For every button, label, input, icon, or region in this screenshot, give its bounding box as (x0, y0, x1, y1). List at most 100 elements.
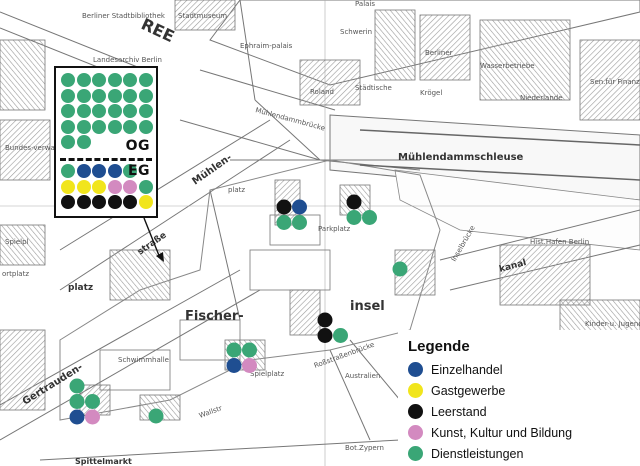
label-hist-hafen: Hist.Hafen Berlin (530, 238, 589, 246)
eg-dot-einzelhandel (107, 164, 122, 178)
business-dot-dienstleistungen (362, 210, 377, 225)
eg-dot-kunst (123, 179, 137, 194)
business-dot-einzelhandel (69, 409, 85, 425)
label-muehlendammbruecke: Mühlendammbrücke (254, 106, 325, 132)
eg-dot-gastgewerbe (76, 179, 91, 194)
label-parkplatz: Parkplatz (318, 225, 351, 233)
eg-dot-leerstand (123, 195, 137, 209)
og-dot-dienstleistungen (76, 73, 91, 87)
og-dot-dienstleistungen (123, 88, 137, 103)
og-dot-dienstleistungen (92, 119, 106, 134)
label-bundesverwalt: Bundes-verwalt (5, 144, 60, 152)
label-palais: Palais (355, 0, 375, 8)
legend-label: Kunst, Kultur und Bildung (431, 425, 573, 440)
legend-label: Leerstand (431, 404, 487, 419)
og-dot-dienstleistungen (138, 73, 153, 87)
legend-item-kunst: Kunst, Kultur und Bildung (408, 422, 630, 443)
label-stadtmuseum: Stadtmuseum (178, 12, 227, 20)
inset-pointer-arrow (143, 217, 164, 262)
legend-swatch-dienstleistungen (408, 446, 423, 461)
og-dot-dienstleistungen (107, 88, 122, 103)
eg-dot-leerstand (92, 195, 106, 209)
label-platz-north: platz (228, 186, 245, 194)
eg-dot-einzelhandel (76, 164, 91, 178)
label-kinder-jugendclub: Kinder-u. Jugendclub (585, 320, 640, 328)
business-dot-dienstleistungen (346, 210, 362, 225)
og-label: OG (125, 138, 150, 154)
business-dot-dienstleistungen (148, 408, 164, 424)
business-dot-dienstleistungen (226, 342, 242, 358)
legend-label: Gastgewerbe (431, 383, 506, 398)
label-platz: platz (68, 283, 93, 293)
og-dot-dienstleistungen (92, 104, 106, 118)
business-dot-leerstand (317, 312, 333, 328)
legend-label: Einzelhandel (431, 362, 503, 377)
eg-dot-kunst (107, 179, 122, 194)
og-dot-dienstleistungen (61, 73, 75, 87)
label-insel: insel (350, 299, 385, 314)
business-dot-einzelhandel (292, 199, 307, 215)
legend-swatch-kunst (408, 425, 423, 440)
business-clusters (69, 194, 408, 425)
lock-walls (359, 129, 640, 181)
legend-title: Legende (408, 338, 470, 355)
label-roland: Roland (310, 88, 334, 96)
eg-dot-dienstleistungen (138, 179, 153, 194)
cluster-spielplatz (226, 342, 257, 373)
eg-dot-gastgewerbe (92, 179, 106, 194)
business-dot-dienstleistungen (276, 215, 292, 230)
og-dot-dienstleistungen (107, 104, 122, 118)
legend-swatch-gastgewerbe (408, 383, 423, 398)
label-australien: Australien (345, 372, 380, 380)
business-dot-einzelhandel (226, 358, 242, 373)
label-rossstrassenbruecke: Roßstraßenbrücke (313, 341, 376, 370)
eg-dot-dienstleistungen (61, 164, 75, 178)
eg-dot-dienstleistungen (123, 164, 137, 178)
label-bot-zypern: Bot.Zypern (345, 444, 384, 452)
og-dot-dienstleistungen (92, 88, 106, 103)
business-dot-kunst (242, 358, 257, 373)
label-berliner-stadtbibliothek: Berliner Stadtbibliothek (82, 12, 166, 20)
label-portplatz: ortplatz (2, 270, 29, 278)
label-schwerin: Schwerin (340, 28, 372, 36)
eg-dot-leerstand (107, 195, 122, 209)
legend-item-leerstand: Leerstand (408, 401, 630, 422)
business-dot-dienstleistungen (242, 342, 257, 358)
label-ephraim-palais: Ephraim-palais (240, 42, 293, 50)
floor-breakdown-inset: OG EG (54, 66, 158, 218)
legend-label: Dienstleistungen (431, 446, 524, 461)
business-dot-dienstleistungen (69, 378, 85, 394)
cluster-south (148, 408, 164, 424)
og-dot-dienstleistungen (138, 88, 153, 103)
og-dot-dienstleistungen (107, 119, 122, 134)
label-kroegel: Krögel (420, 89, 442, 97)
og-dot-dienstleistungen (138, 119, 153, 134)
eg-dot-einzelhandel (92, 164, 106, 178)
label-schwimmhalle: Schwimmhalle (118, 356, 169, 364)
label-spittelmarkt: Spittelmarkt (75, 457, 132, 466)
business-dot-leerstand (276, 199, 292, 215)
eg-dot-gastgewerbe (138, 195, 153, 209)
business-dot-leerstand (346, 194, 362, 210)
legend-item-gastgewerbe: Gastgewerbe (408, 380, 630, 401)
legend-item-dienstleistungen: Dienstleistungen (408, 443, 630, 464)
eg-dot-leerstand (61, 195, 75, 209)
business-dot-kunst (85, 409, 100, 425)
label-spielpl: Spielpl (5, 238, 29, 246)
label-muehlendammschleuse: Mühlendammschleuse (398, 152, 524, 163)
og-dot-dienstleistungen (123, 104, 137, 118)
og-dot-dienstleistungen (76, 119, 91, 134)
og-dot-dienstleistungen (61, 119, 75, 134)
og-dot-dienstleistungen (61, 88, 75, 103)
business-dot-dienstleistungen (392, 261, 408, 277)
og-dot-dienstleistungen (76, 104, 91, 118)
label-wallstr: Wallstr (198, 404, 223, 420)
label-ree: REE (138, 14, 177, 46)
cluster-fischerinsel-north (276, 199, 307, 230)
eg-label: EG (127, 163, 150, 179)
legend-item-einzelhandel: Einzelhandel (408, 359, 630, 380)
label-niederlande: Niederlande (520, 94, 563, 102)
eg-dot-gastgewerbe (61, 179, 75, 194)
og-dot-dienstleistungen (76, 135, 91, 149)
